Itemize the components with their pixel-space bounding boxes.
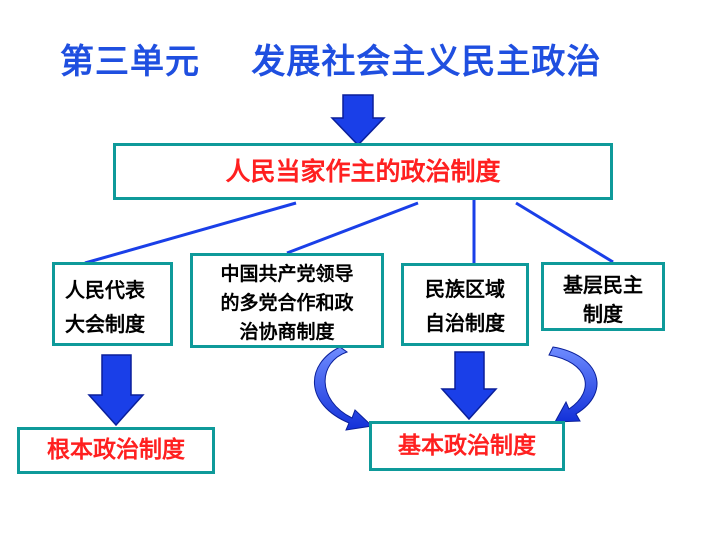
- curved-arrow-icon: [314, 346, 374, 431]
- grassroots-democracy-box: 基层民主 制度: [541, 262, 665, 331]
- down-arrow-icon: [330, 94, 386, 147]
- cpc-line-3: 治协商制度: [239, 321, 335, 343]
- down-arrow-icon: [87, 354, 145, 427]
- grassroots-line-2: 制度: [583, 302, 623, 326]
- connector-grassroots: [515, 201, 614, 264]
- connector-npc: [84, 201, 297, 265]
- page-title: 第三单元 发展社会主义民主政治: [60, 34, 700, 83]
- title-unit: 第三单元: [60, 42, 200, 82]
- fundamental-system-box: 根本政治制度: [17, 427, 215, 474]
- grassroots-line-1: 基层民主: [563, 273, 643, 297]
- connector-cpc: [286, 201, 419, 255]
- central-node-box: 人民当家作主的政治制度: [113, 143, 613, 200]
- fundamental-label: 根本政治制度: [47, 437, 185, 463]
- basic-label: 基本政治制度: [398, 433, 536, 459]
- ethnic-line-2: 自治制度: [425, 311, 505, 335]
- connector-lines: [84, 198, 614, 265]
- curved-arrow-icon: [548, 346, 598, 423]
- cpc-line-2: 的多党合作和政: [220, 292, 354, 314]
- cpc-line-1: 中国共产党领导: [220, 263, 354, 285]
- ethnic-line-1: 民族区域: [425, 277, 505, 301]
- down-arrow-icon: [440, 351, 498, 421]
- npc-line-2: 大会制度: [65, 312, 145, 336]
- cpc-cooperation-box: 中国共产党领导 的多党合作和政 治协商制度: [190, 253, 384, 348]
- ethnic-autonomy-box: 民族区域 自治制度: [401, 263, 529, 346]
- central-node-label: 人民当家作主的政治制度: [225, 157, 501, 186]
- basic-system-box: 基本政治制度: [369, 421, 565, 471]
- npc-system-box: 人民代表 大会制度: [52, 262, 173, 346]
- title-topic: 发展社会主义民主政治: [251, 42, 602, 82]
- npc-line-1: 人民代表: [65, 278, 145, 302]
